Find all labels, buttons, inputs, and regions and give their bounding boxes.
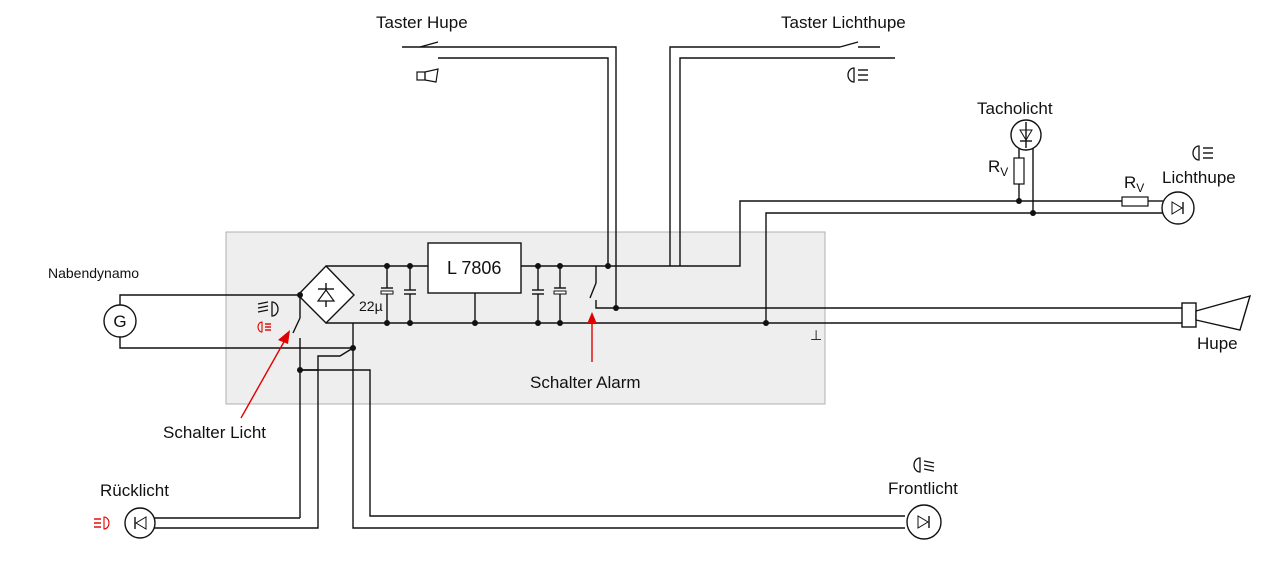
horn-symbol <box>840 294 1252 331</box>
ground-symbol: ⊥ <box>810 327 823 343</box>
frontlicht-label: Frontlicht <box>888 479 958 498</box>
alarm-switch <box>589 266 1182 309</box>
electronics-housing <box>225 231 826 405</box>
regulator-label: L 7806 <box>447 258 502 278</box>
light-switch-symbol-icon <box>257 301 279 333</box>
light-feed-wires <box>300 323 905 529</box>
hub-dynamo-generator: G <box>103 294 353 349</box>
rear-light-icon <box>94 516 110 530</box>
low-beam-icon <box>913 457 935 473</box>
nabendynamo-label: Nabendynamo <box>48 265 140 281</box>
resistor-lichthupe-label: RV <box>1124 173 1145 195</box>
input-capacitors <box>380 265 428 323</box>
junction-dots <box>297 198 1036 373</box>
hupe-label: Hupe <box>1197 334 1238 353</box>
ruecklicht-label: Rücklicht <box>100 481 169 500</box>
capacitor-label: 22µ <box>359 298 383 314</box>
tacholicht-label: Tacholicht <box>977 99 1053 118</box>
horn-button-wiring <box>402 41 617 308</box>
schalter-licht-label: Schalter Licht <box>163 423 266 442</box>
horn-pictogram-icon <box>416 68 439 83</box>
flash-button-wiring <box>608 41 1122 267</box>
lichthupe-label: Lichthupe <box>1162 168 1236 187</box>
rear-light-led <box>124 507 156 539</box>
generator-symbol-letter: G <box>113 312 126 331</box>
voltage-regulator <box>427 242 522 294</box>
annotation-arrows <box>240 312 597 419</box>
high-beam-icon <box>1192 145 1213 161</box>
tacho-light-branch <box>1010 119 1042 213</box>
schalter-alarm-label: Schalter Alarm <box>530 373 641 392</box>
taster-lichthupe-label: Taster Lichthupe <box>781 13 906 32</box>
headlight-flash-icon <box>847 67 868 83</box>
front-light-led <box>906 504 942 540</box>
resistor-tacho-label: RV <box>988 157 1009 179</box>
taster-hupe-label: Taster Hupe <box>376 13 468 32</box>
flash-light-branch <box>765 191 1195 323</box>
